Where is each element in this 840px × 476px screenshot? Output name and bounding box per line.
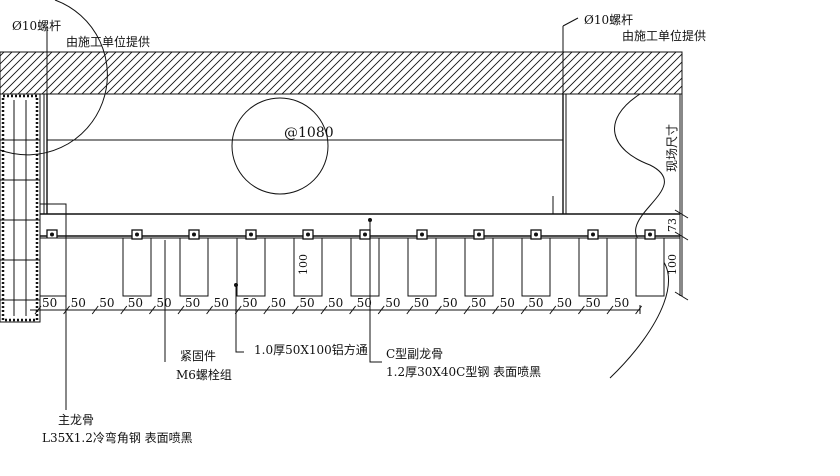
c-joist-title: C型副龙骨 bbox=[386, 347, 443, 361]
bolt-icon bbox=[359, 229, 371, 240]
dim-value: 50 bbox=[42, 296, 57, 310]
aluminum-tube bbox=[464, 229, 494, 297]
c-joist-spec: 1.2厚30X40C型钢 表面喷黑 bbox=[386, 365, 541, 379]
bolt-icon bbox=[302, 229, 314, 240]
dim-tick bbox=[520, 305, 528, 315]
dim-value: 50 bbox=[99, 296, 114, 310]
dim-tick bbox=[463, 305, 471, 315]
dim-tick bbox=[434, 305, 442, 315]
dim-tick bbox=[34, 305, 42, 315]
tube-leader bbox=[235, 285, 244, 353]
dim-value: 50 bbox=[471, 296, 486, 310]
main-joist-title: 主龙骨 bbox=[58, 413, 94, 427]
dim-tick bbox=[377, 305, 385, 315]
bolt-icon bbox=[131, 229, 143, 240]
dim-value: 50 bbox=[185, 296, 200, 310]
main-joist-spec: L35X1.2冷弯角钢 表面喷黑 bbox=[42, 430, 193, 445]
dim-value: 50 bbox=[71, 296, 86, 310]
aluminum-tubes bbox=[39, 229, 665, 297]
dim-value: 50 bbox=[357, 296, 372, 310]
tube-spec: 1.0厚50X100铝方通 bbox=[254, 342, 368, 357]
aluminum-tube bbox=[521, 229, 551, 297]
rod-label-left: Ø10螺杆 bbox=[12, 19, 61, 33]
dim-value: 50 bbox=[500, 296, 515, 310]
dim-tick bbox=[406, 305, 414, 315]
supplied-label-left: 由施工单位提供 bbox=[66, 34, 150, 49]
aluminum-tube bbox=[350, 229, 380, 297]
main-joist-leader bbox=[40, 203, 67, 410]
aluminum-tube bbox=[122, 229, 152, 297]
dim-tick bbox=[177, 305, 185, 315]
dim-value: 50 bbox=[242, 296, 257, 310]
site-dimension-label: 现场尺寸 bbox=[665, 124, 679, 172]
dim-value: 50 bbox=[128, 296, 143, 310]
aluminum-tube bbox=[236, 229, 266, 297]
right-height-label: 100 bbox=[666, 254, 679, 275]
dim-tick bbox=[148, 305, 156, 315]
dim-tick bbox=[492, 305, 500, 315]
fastener-spec: M6螺栓组 bbox=[176, 367, 232, 382]
dim-value: 50 bbox=[214, 296, 229, 310]
dim-tick bbox=[578, 305, 585, 315]
dim-value: 50 bbox=[156, 296, 171, 310]
gap-value-label: 73 bbox=[666, 218, 679, 232]
dim-value: 50 bbox=[414, 296, 429, 310]
concrete-slab bbox=[0, 51, 683, 95]
bolt-icon bbox=[587, 229, 599, 240]
dim-tick bbox=[120, 305, 128, 315]
dim-value: 50 bbox=[328, 296, 343, 310]
detail-callout-arc bbox=[0, 0, 108, 156]
dim-tick bbox=[206, 305, 214, 315]
spacing-circle bbox=[231, 97, 329, 195]
bolt-icon bbox=[416, 229, 428, 240]
aluminum-tube bbox=[293, 229, 323, 297]
rod-label-right: Ø10螺杆 bbox=[584, 13, 633, 27]
supplied-label-right: 由施工单位提供 bbox=[622, 28, 706, 43]
spacing-label: @1080 bbox=[284, 125, 334, 141]
bolt-icon bbox=[644, 229, 656, 240]
dim-tick bbox=[63, 305, 70, 315]
dim-value: 50 bbox=[299, 296, 314, 310]
bottom-dimensions: 50 50 50 50 50 50 50 50 50 50 50 50 50 50 50 50 50 50 50 50… bbox=[34, 296, 642, 315]
aluminum-tube bbox=[635, 229, 665, 297]
bolt-icon bbox=[473, 229, 485, 240]
dim-value: 50 bbox=[442, 296, 457, 310]
dim-tick bbox=[320, 305, 328, 315]
dim-tick bbox=[91, 305, 99, 315]
dim-value: 50 bbox=[385, 296, 400, 310]
dim-tick bbox=[606, 305, 614, 315]
aluminum-tube bbox=[407, 229, 437, 297]
aluminum-tube bbox=[578, 229, 608, 297]
dim-tick bbox=[291, 305, 299, 315]
dim-value: 50 bbox=[557, 296, 572, 310]
dim-tick bbox=[549, 305, 557, 315]
dim-value: 50 bbox=[614, 296, 629, 310]
bolt-icon bbox=[530, 229, 542, 240]
break-line bbox=[609, 93, 669, 379]
bolt-icon bbox=[188, 229, 200, 240]
dim-value: 50 bbox=[528, 296, 543, 310]
dim-value: 50 bbox=[585, 296, 600, 310]
dim-tick bbox=[263, 305, 271, 315]
left-wall bbox=[0, 93, 41, 323]
dim-tick bbox=[635, 305, 642, 315]
c-joist-leader bbox=[369, 220, 382, 363]
aluminum-tube bbox=[39, 237, 67, 297]
dim-value: 50 bbox=[271, 296, 286, 310]
fastener-title: 紧固件 bbox=[180, 349, 216, 363]
aluminum-tube bbox=[179, 229, 209, 297]
dim-tick bbox=[349, 305, 357, 315]
tube-height-label: 100 bbox=[297, 254, 310, 275]
bolt-icon bbox=[245, 229, 257, 240]
